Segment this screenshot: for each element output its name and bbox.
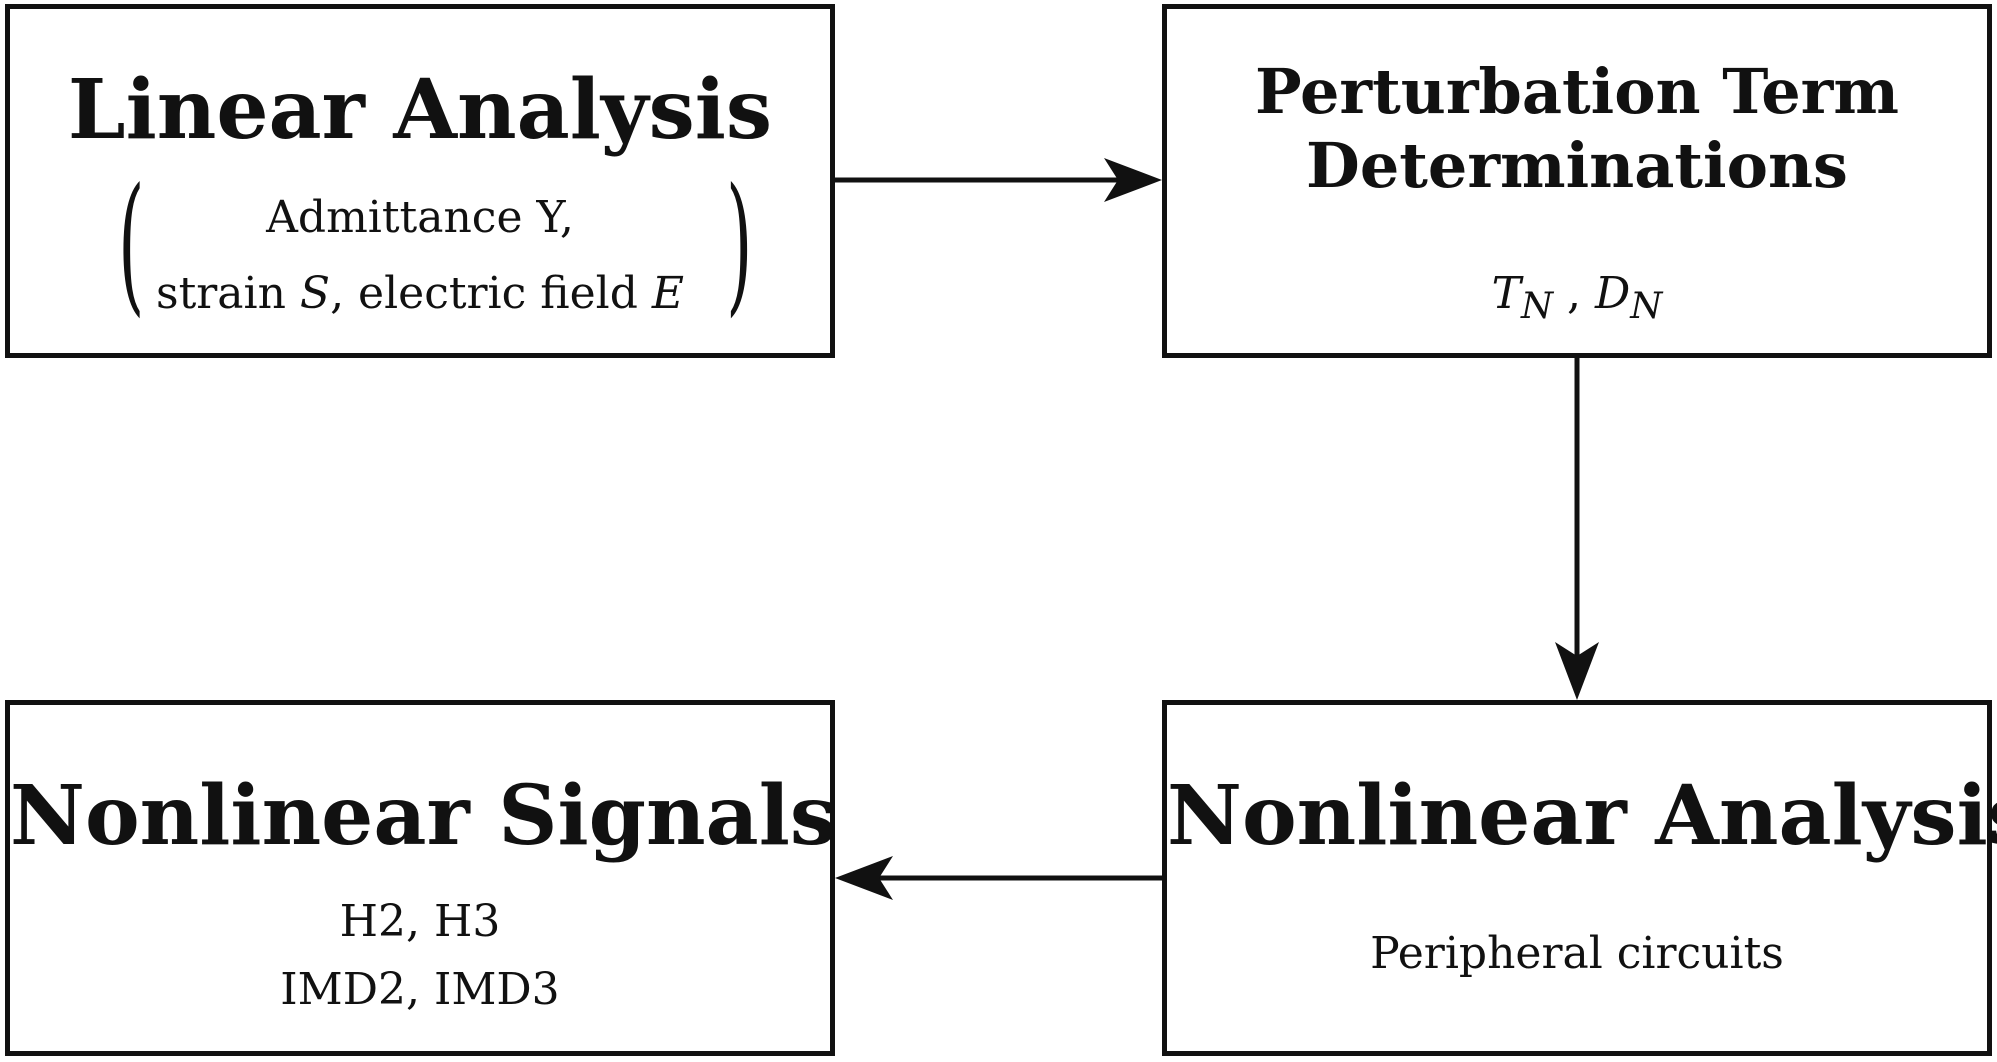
strain-symbol: S (299, 268, 331, 319)
d-subscript: N (1630, 283, 1663, 327)
nonlinear-analysis-detail: Peripheral circuits (1370, 928, 1784, 979)
perturbation-title-line2: Determinations (1306, 129, 1848, 202)
nonlinear-analysis-title: Nonlinear Analysis (1167, 768, 1997, 864)
strain-label: strain (155, 268, 300, 319)
nonlinear-signals-line1: H2, H3 (339, 896, 501, 947)
terms-separator: , (1553, 268, 1596, 319)
t-subscript: N (1520, 283, 1554, 327)
linear-analysis-line2: strain S, electric field E (10, 265, 830, 322)
perturbation-term-box: Perturbation Term Determinations TN , DN (1162, 4, 1992, 358)
electric-field-label: , electric field (330, 268, 652, 319)
linear-analysis-line1: Admittance Y, (266, 192, 574, 243)
nonlinear-signals-box: Nonlinear Signals H2, H3 IMD2, IMD3 (5, 700, 837, 1056)
t-symbol: T (1491, 268, 1521, 319)
right-parenthesis: ) (726, 157, 753, 331)
electric-field-symbol: E (651, 268, 684, 319)
linear-analysis-box: Linear Analysis ( ) Admittance Y, strain… (5, 4, 835, 358)
left-parenthesis: ( (118, 157, 145, 331)
arrow-nonlinear-to-signals (835, 856, 1162, 900)
nonlinear-analysis-box: Nonlinear Analysis Peripheral circuits (1162, 700, 1997, 1056)
arrow-perturbation-to-nonlinear (1555, 358, 1599, 700)
perturbation-terms: TN , DN (1167, 265, 1987, 329)
nonlinear-signals-title: Nonlinear Signals (10, 768, 837, 864)
d-symbol: D (1595, 268, 1631, 319)
perturbation-title-line1: Perturbation Term (1255, 55, 1899, 128)
nonlinear-signals-line2: IMD2, IMD3 (280, 964, 560, 1015)
linear-analysis-title: Linear Analysis (67, 62, 773, 158)
arrow-linear-to-perturbation (835, 158, 1162, 202)
